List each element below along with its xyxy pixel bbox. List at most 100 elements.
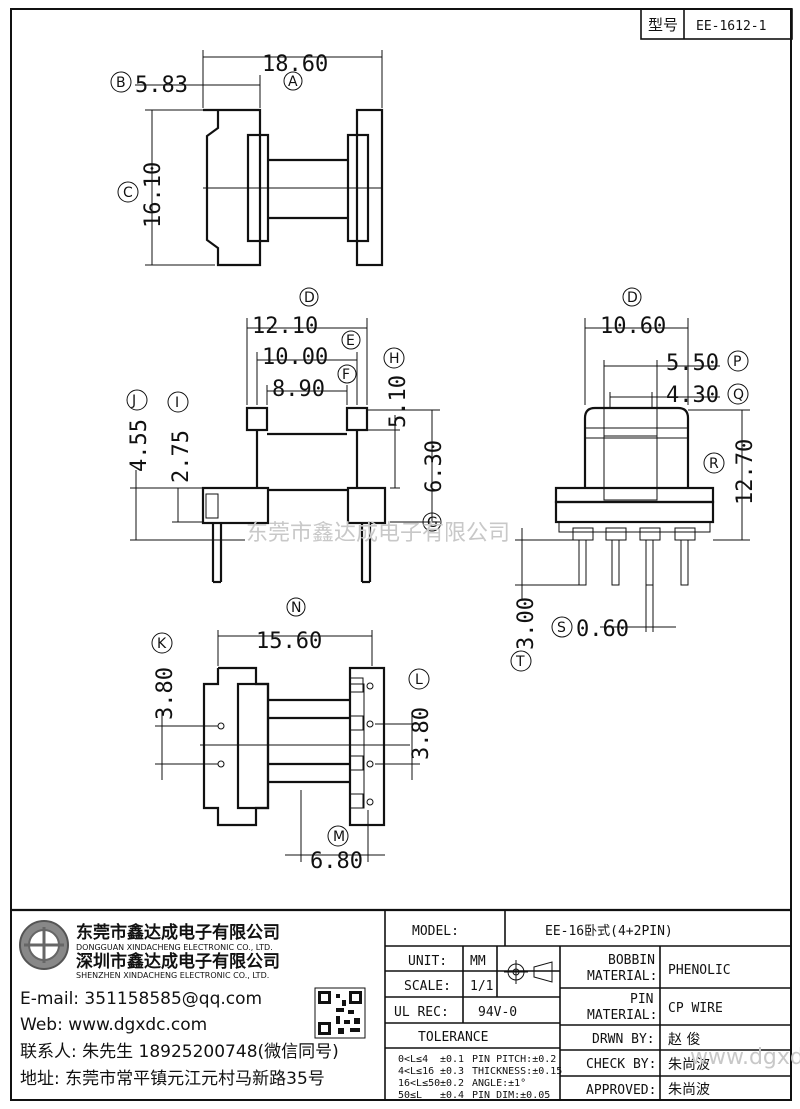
side-base-lip — [558, 521, 711, 533]
company-name-dg: 东莞市鑫达成电子有限公司 — [76, 922, 280, 943]
approved-value: 朱尚波 — [668, 1082, 710, 1098]
qr-finder-2-inner — [352, 994, 359, 1001]
drwn-value: 赵 俊 — [668, 1032, 700, 1048]
qr-dot — [336, 1008, 344, 1012]
dim-p-letter: P — [733, 354, 741, 370]
dim-c-marker — [117, 181, 139, 203]
bottom-pin-hole-5 — [217, 722, 225, 730]
dim-s-marker — [551, 616, 573, 638]
front-view: D 12.10 10.00 E 8.90 F H 5.10 6.30 G J 4… — [126, 287, 447, 584]
side-pin-boss-2 — [605, 527, 627, 541]
bottom-pin-hole-2 — [366, 720, 374, 728]
side-pin-boss-3 — [639, 527, 661, 541]
dim-g-letter: G — [427, 515, 438, 531]
scale-value: 1/1 — [470, 979, 493, 994]
watermark-text: 东莞市鑫达成电子有限公司 — [246, 521, 510, 546]
tol-row-3-range: 16<L≤50 — [398, 1078, 440, 1089]
dim-m-value: 6.80 — [310, 849, 363, 874]
dim-i-marker — [167, 391, 189, 413]
side-base — [554, 500, 715, 524]
dim-e-value: 10.00 — [262, 345, 328, 370]
dim-r-value: 12.70 — [733, 439, 758, 505]
company-name-sz: 深圳市鑫达成电子有限公司 — [76, 951, 280, 972]
bottom-pad-3 — [349, 755, 364, 771]
tol-row-2-val: ±0.3 — [440, 1066, 464, 1077]
dim-i-letter: I — [175, 395, 179, 411]
company-name-sz-en: SHENZHEN XINDACHENG ELECTRONIC CO., LTD. — [76, 971, 269, 980]
tol-row-2-range: 4<L≤16 — [398, 1066, 434, 1077]
dim-m-letter: M — [333, 829, 345, 845]
dim-l-letter: L — [415, 672, 423, 688]
dim-j-value: 4.55 — [127, 419, 152, 472]
model-code: EE-1612-1 — [696, 19, 766, 34]
dim-m-marker — [327, 825, 349, 847]
qr-dot — [354, 1018, 360, 1024]
qr-dot — [338, 1028, 344, 1034]
dim-k-letter: K — [157, 636, 167, 652]
bottom-view: N 15.60 K 3.80 L 3.80 M 6.80 — [151, 597, 434, 874]
dim-a-marker — [283, 71, 303, 91]
dim-s-letter: S — [557, 620, 566, 636]
side-dim-d-letter: D — [627, 290, 638, 306]
qr-dot — [336, 994, 340, 998]
tol-row-4-range: 50≤L — [398, 1090, 422, 1101]
qr-dot — [344, 1020, 350, 1024]
dim-p-value: 5.50 — [666, 351, 719, 376]
company-address: 地址: 东莞市常平镇元江元村马新路35号 — [20, 1069, 325, 1089]
dim-n-marker — [286, 597, 306, 617]
side-dim-d-marker — [622, 287, 642, 307]
side-pin-1 — [578, 539, 587, 586]
dim-r-marker — [703, 452, 725, 474]
drawing-frame — [10, 8, 792, 1101]
dim-g-marker — [422, 512, 442, 532]
dim-h-letter: H — [389, 351, 400, 367]
dim-q-value: 4.30 — [666, 383, 719, 408]
header-frame — [640, 8, 793, 40]
dim-a-value: 18.60 — [262, 52, 328, 77]
side-core-window — [603, 435, 658, 501]
front-right-base — [346, 486, 387, 525]
qr-finder-1-inner — [321, 994, 328, 1001]
dim-t-value: 3.00 — [514, 597, 539, 650]
ul-label: UL REC: — [394, 1005, 449, 1020]
dim-f-value: 8.90 — [272, 377, 325, 402]
approved-label: APPROVED: — [586, 1083, 656, 1098]
dim-h-value: 5.10 — [386, 375, 411, 428]
company-contact: 联系人: 朱先生 18925200748(微信同号) — [20, 1042, 339, 1062]
dim-p-marker — [727, 350, 749, 372]
ul-value: 94V-0 — [478, 1005, 517, 1020]
dim-g-value: 6.30 — [422, 440, 447, 493]
qr-dot — [342, 1000, 346, 1006]
dim-q-letter: Q — [733, 387, 744, 403]
company-logo — [19, 920, 69, 970]
qr-finder-3-inner — [321, 1025, 328, 1032]
front-left-cap — [245, 406, 269, 432]
titleblock-grid — [385, 910, 792, 1101]
dim-k-value: 3.80 — [153, 667, 178, 720]
qr-dot — [348, 1010, 354, 1014]
front-slot — [205, 493, 219, 519]
company-name-dg-en: DONGGUAN XINDACHENG ELECTRONIC CO., LTD. — [76, 943, 273, 952]
watermark-url: www.dgxdc.com — [690, 1045, 800, 1070]
dim-d-value: 12.10 — [252, 314, 318, 339]
dim-i-value: 2.75 — [169, 430, 194, 483]
dim-b-marker — [110, 71, 132, 93]
dim-n-letter: N — [291, 600, 301, 616]
top-view: 18.60 A B 5.83 C 16.10 — [110, 50, 384, 267]
pin-label-1: PIN — [630, 992, 653, 1007]
front-left-base — [201, 486, 270, 525]
bottom-pad-4 — [349, 793, 364, 809]
dim-n-value: 15.60 — [256, 629, 322, 654]
tol-row-1-range: 0<L≤4 — [398, 1054, 428, 1065]
tol-row-4-note: PIN DIM:±0.05 — [472, 1090, 550, 1101]
dim-e-marker — [341, 330, 361, 350]
drwn-label: DRWN BY: — [592, 1032, 655, 1047]
bobbin-label-2: MATERIAL: — [587, 969, 657, 984]
dim-l-marker — [408, 668, 430, 690]
tol-row-2-note: THICKNESS:±0.15 — [472, 1066, 562, 1077]
bottom-pin-hole-6 — [217, 760, 225, 768]
bottom-left-collar — [236, 682, 270, 810]
bottom-pin-hole-3 — [366, 760, 374, 768]
side-top-outline — [583, 406, 690, 488]
